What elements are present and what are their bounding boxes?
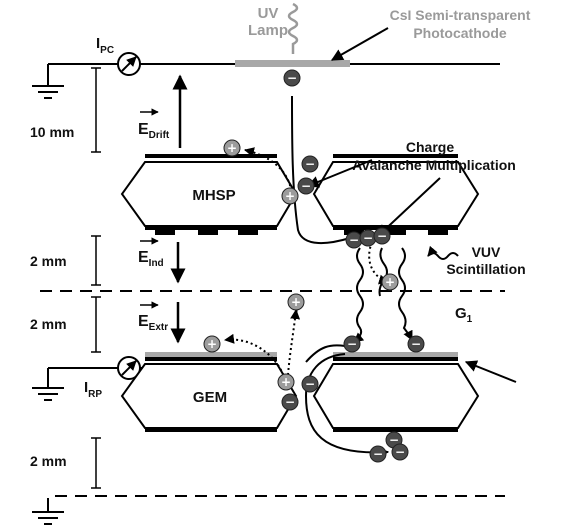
- mhsp-right-element: [312, 154, 480, 235]
- e-drift-label: EDrift: [138, 108, 170, 141]
- ground-symbol-bottom: [32, 511, 64, 525]
- svg-text:−: −: [373, 447, 383, 461]
- electron-icon: −: [283, 69, 301, 87]
- dist-label-10mm: 10 mm: [30, 124, 74, 140]
- electron-icon: −: [345, 231, 363, 249]
- csi-photocathode-layer: [235, 60, 350, 67]
- svg-text:−: −: [411, 337, 421, 351]
- uv-light-wave-icon: [287, 2, 299, 54]
- gem-label: GEM: [193, 389, 227, 406]
- svg-text:+: +: [281, 375, 291, 389]
- ipc-label: IPC: [96, 35, 114, 56]
- vuv-photon-path-3: [398, 247, 413, 341]
- g1-label: G1: [455, 305, 473, 325]
- dimension-2mm-induction: [91, 235, 101, 286]
- svg-text:−: −: [305, 377, 315, 391]
- svg-text:−: −: [305, 157, 315, 171]
- electron-icon: −: [297, 177, 315, 195]
- svg-text:−: −: [363, 231, 373, 245]
- photocathode-label-1: CsI Semi-transparent: [390, 7, 531, 23]
- gem-right-element: [312, 352, 480, 432]
- ion-icon: +: [203, 335, 221, 353]
- ion-icon: +: [287, 293, 305, 311]
- ion-backflow-gem: [224, 333, 286, 381]
- ion-icon: +: [281, 187, 299, 205]
- ammeter-icon-pc: [117, 52, 141, 76]
- charge-pointer-arrow-2: [377, 177, 441, 237]
- ion-icon: +: [381, 273, 399, 291]
- svg-text:EInd: EInd: [138, 249, 164, 269]
- svg-text:−: −: [395, 445, 405, 459]
- svg-text:+: +: [291, 295, 301, 309]
- svg-text:−: −: [349, 233, 359, 247]
- photocathode-pointer-arrow: [330, 27, 389, 61]
- charge-label-2: Avalanche Multiplication: [352, 157, 516, 173]
- electron-icon: −: [343, 335, 361, 353]
- svg-text:+: +: [285, 189, 295, 203]
- electron-icon: −: [301, 155, 319, 173]
- charge-pointer-arrow-1: [306, 159, 373, 188]
- e-ind-label: EInd: [138, 237, 164, 269]
- svg-text:−: −: [347, 337, 357, 351]
- photocathode-label-2: Photocathode: [413, 25, 507, 41]
- dist-label-2mm-2: 2 mm: [30, 316, 67, 332]
- ground-symbol-mid: [32, 387, 64, 401]
- irp-label: IRP: [84, 379, 102, 400]
- electron-icon: −: [373, 227, 391, 245]
- electron-icon: −: [301, 375, 319, 393]
- electron-icon: −: [407, 335, 425, 353]
- vuv-label-1: VUV: [472, 244, 501, 260]
- svg-text:+: +: [227, 141, 237, 155]
- vuv-photon-path-1: [353, 247, 365, 343]
- vuv-pointer-wave: [427, 245, 459, 260]
- electron-path-to-right: [305, 344, 346, 363]
- electron-icon: −: [369, 445, 387, 463]
- svg-text:EDrift: EDrift: [138, 121, 170, 141]
- uv-lamp-label-2: Lamp: [248, 22, 288, 39]
- charge-particles: −+−−+−−−++−−++−−−−−: [203, 69, 425, 463]
- uv-lamp-label-1: UV: [258, 5, 279, 22]
- svg-text:−: −: [285, 395, 295, 409]
- svg-text:−: −: [389, 433, 399, 447]
- vuv-photon-path-2: [378, 247, 388, 297]
- svg-text:+: +: [385, 275, 395, 289]
- electron-icon: −: [281, 393, 299, 411]
- ion-backflow-gem-up: [287, 309, 301, 376]
- dimension-2mm-collection: [91, 437, 101, 489]
- gem-left-element: [120, 352, 298, 432]
- dist-label-2mm-1: 2 mm: [30, 253, 67, 269]
- svg-text:−: −: [287, 71, 297, 85]
- ion-icon: +: [277, 373, 295, 391]
- ground-symbol-top: [32, 85, 64, 99]
- mhsp-left-element: [120, 154, 298, 235]
- charge-label-1: Charge: [406, 139, 454, 155]
- external-pointer-arrow: [464, 360, 517, 383]
- mhsp-label: MHSP: [192, 187, 235, 204]
- svg-text:−: −: [301, 179, 311, 193]
- svg-text:+: +: [207, 337, 217, 351]
- electron-drift-trajectory: [291, 95, 351, 245]
- svg-text:EExtr: EExtr: [138, 313, 168, 333]
- e-extr-label: EExtr: [138, 301, 168, 333]
- vuv-label-2: Scintillation: [446, 261, 525, 277]
- electron-icon: −: [359, 229, 377, 247]
- dimension-10mm: [91, 67, 101, 153]
- electron-icon: −: [391, 443, 409, 461]
- drift-cathode: [47, 60, 500, 86]
- dist-label-2mm-3: 2 mm: [30, 453, 67, 469]
- electron-gem-trajectory: [304, 353, 390, 459]
- svg-text:−: −: [377, 229, 387, 243]
- ammeter-icon-rp: [117, 356, 141, 380]
- dimension-2mm-extraction: [91, 296, 101, 353]
- ion-icon: +: [223, 139, 241, 157]
